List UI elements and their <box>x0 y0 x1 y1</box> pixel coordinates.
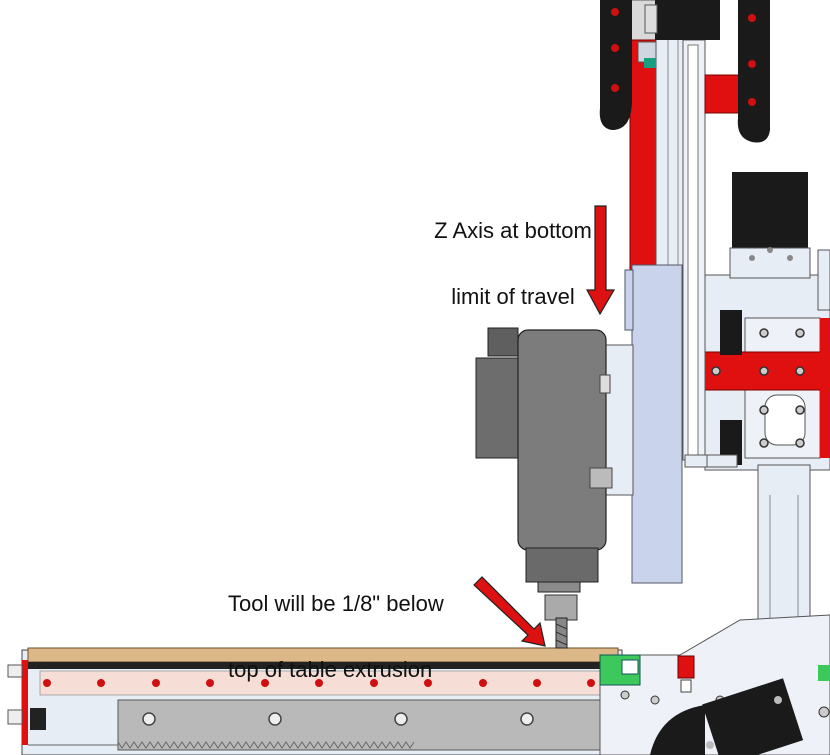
spindle <box>475 327 613 649</box>
rack-screws <box>142 712 534 726</box>
gantry-side-plate <box>599 614 830 755</box>
z-red-plate <box>629 39 659 271</box>
table-extrusion <box>7 647 623 755</box>
down-arrow-icon <box>585 205 616 316</box>
spindle-mount-plate <box>631 264 683 584</box>
z-axis-annotation-line2: limit of travel <box>451 284 575 309</box>
z-axis-annotation: Z Axis at bottom limit of travel <box>418 176 608 330</box>
rail-bolts <box>43 679 595 687</box>
gantry-carriage <box>704 172 830 658</box>
cutting-tool <box>555 617 568 649</box>
diagonal-arrow-icon <box>473 576 546 647</box>
tool-annotation-line2: top of table extrusion <box>228 657 433 682</box>
collet-nut <box>544 594 578 621</box>
z-axis-annotation-line1: Z Axis at bottom <box>434 218 592 243</box>
tool-annotation: Tool will be 1/8" below top of table ext… <box>228 549 498 703</box>
tool-annotation-line1: Tool will be 1/8" below <box>228 591 444 616</box>
cable-chain-left <box>599 0 632 130</box>
gear-rack <box>117 699 609 751</box>
end-cap-red <box>22 660 28 745</box>
cable-chain-right <box>737 0 770 143</box>
rail-strip <box>39 670 611 696</box>
